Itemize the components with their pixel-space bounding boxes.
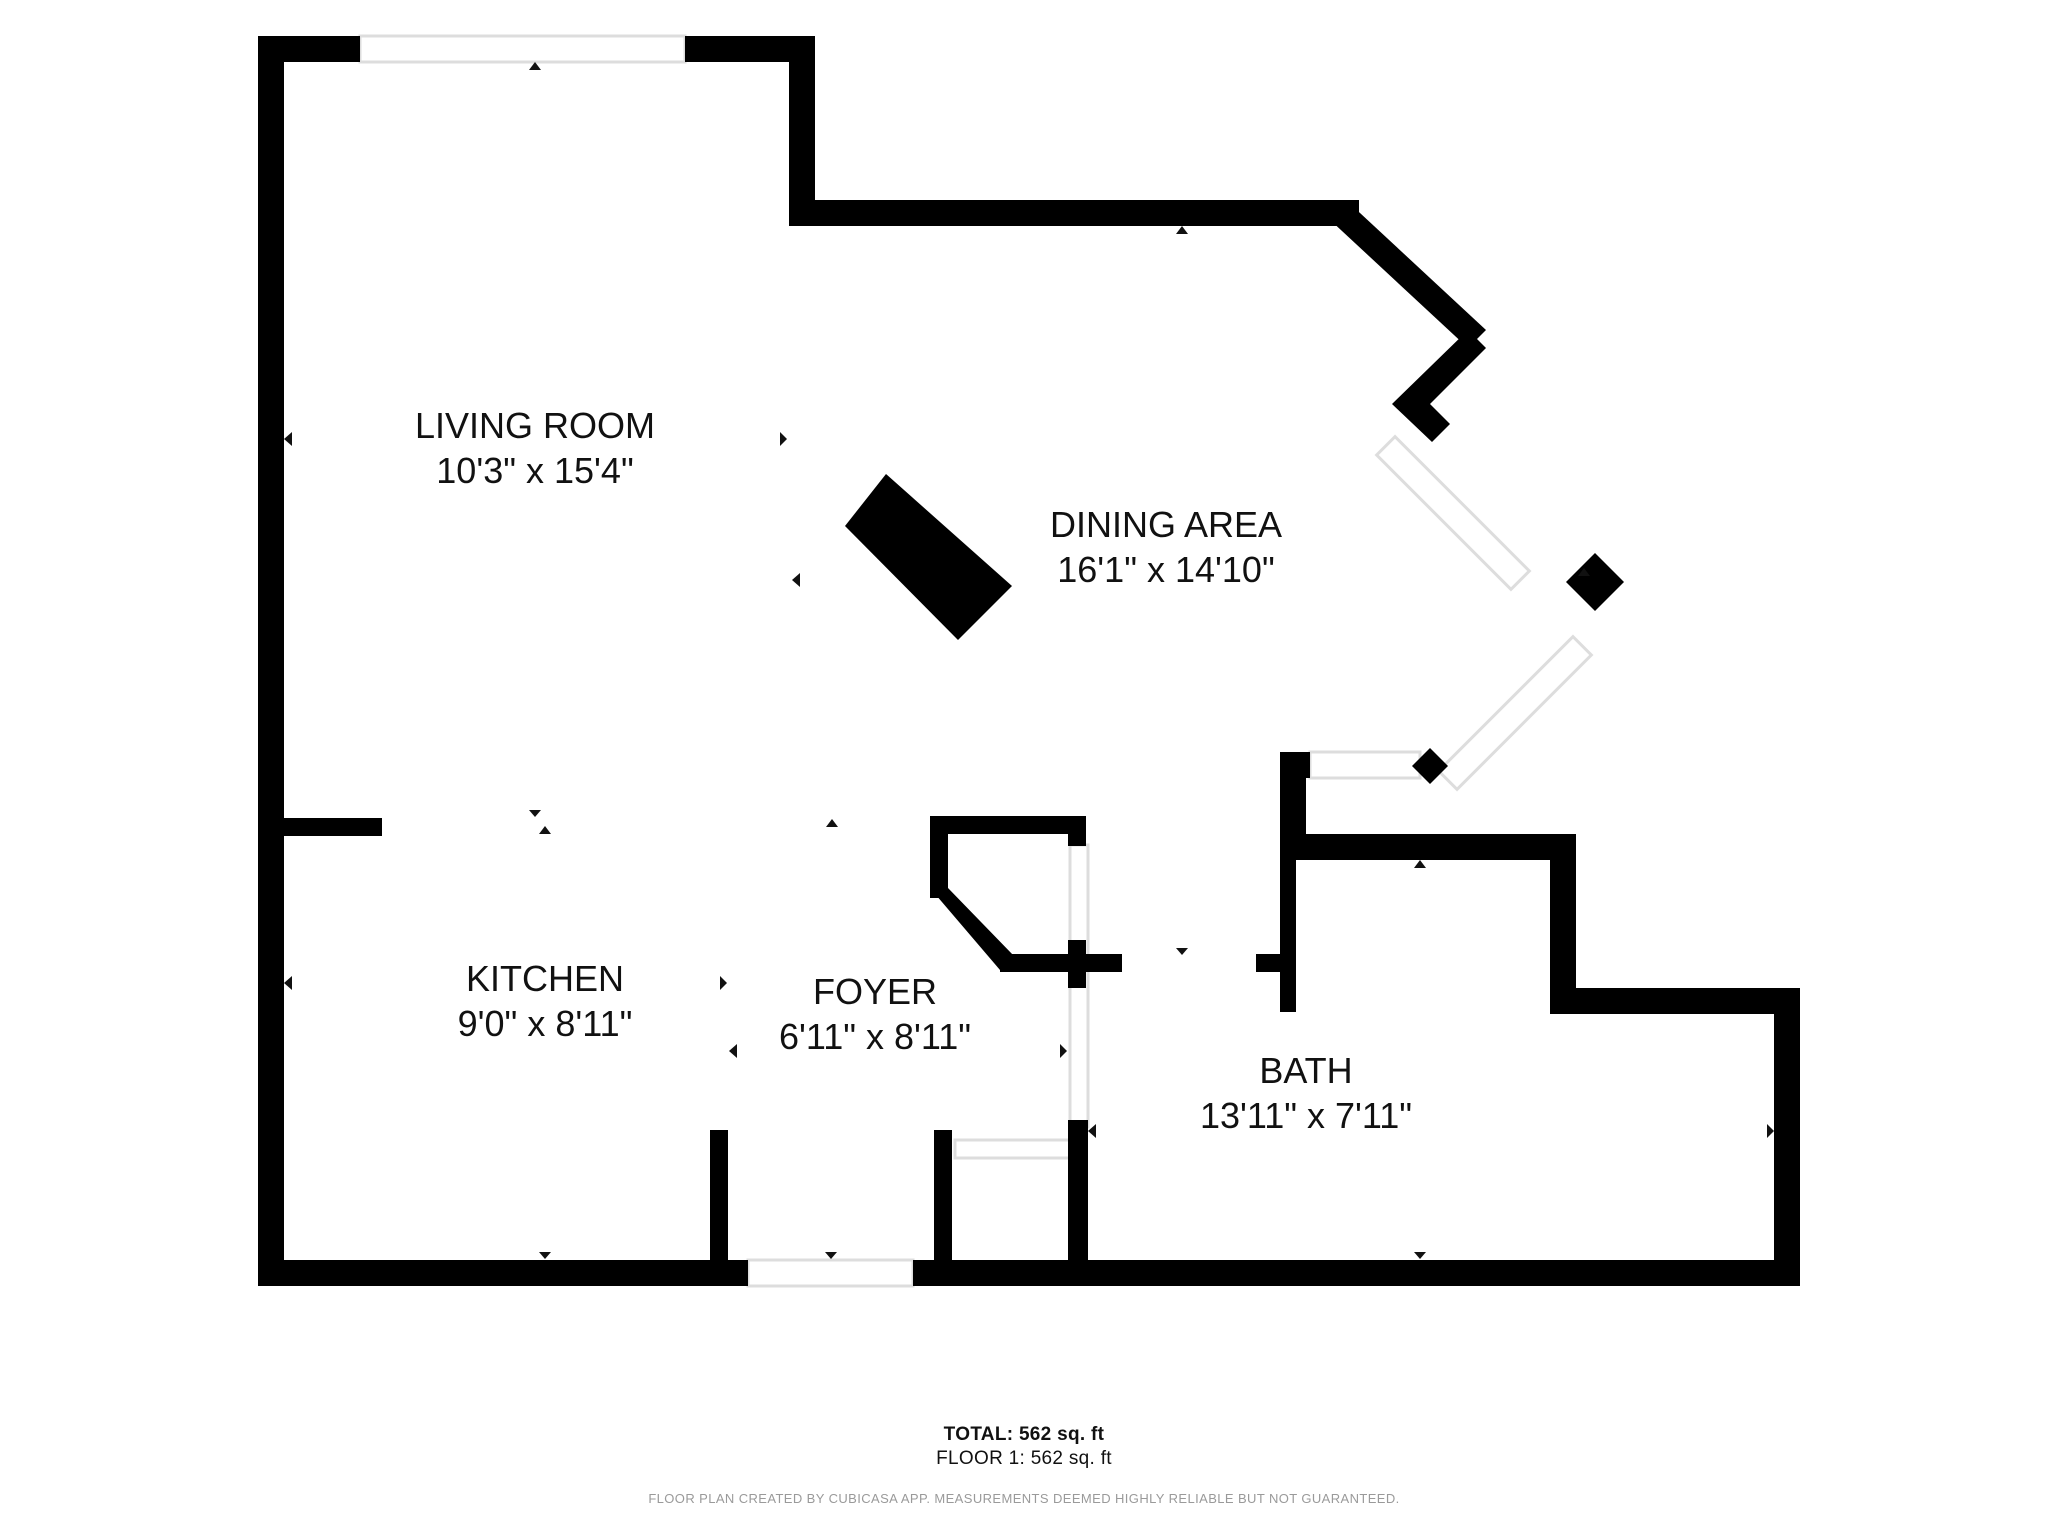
room-name-bath: BATH: [1259, 1050, 1352, 1091]
marker: [529, 810, 541, 817]
marker: [539, 826, 551, 834]
walls: [258, 36, 1800, 1286]
room-name-dining-area: DINING AREA: [1050, 504, 1282, 545]
wall-closet-west: [930, 816, 948, 898]
marker: [539, 1252, 551, 1259]
wall-dining-north: [789, 200, 1359, 226]
wall-se-post: [1412, 748, 1448, 784]
wall-bath-north: [1280, 834, 1576, 860]
marker: [529, 62, 541, 70]
window-dining-south: [1308, 750, 1422, 780]
room-labels: LIVING ROOM 10'3" x 15'4" DINING AREA 16…: [415, 405, 1412, 1136]
floor-area: FLOOR 1: 562 sq. ft: [936, 1448, 1112, 1469]
wall-east: [1774, 988, 1800, 1286]
disclaimer-text: FLOOR PLAN CREATED BY CUBICASA APP. MEAS…: [648, 1491, 1400, 1506]
wall-entry-west: [934, 1130, 952, 1265]
window-dining-east-upper: [1374, 434, 1532, 592]
wall-bath-east-step: [1550, 834, 1576, 1014]
marker: [1767, 1124, 1774, 1138]
marker: [780, 432, 787, 446]
marker: [826, 819, 838, 827]
marker: [729, 1044, 737, 1058]
wall-closet-diagonal: [930, 888, 1014, 970]
wall-west: [258, 36, 284, 1286]
room-dimensions-kitchen: 9'0" x 8'11": [458, 1003, 633, 1044]
room-dimensions-foyer: 6'11" x 8'11": [779, 1016, 971, 1057]
marker: [825, 1252, 837, 1259]
marker: [1176, 226, 1188, 234]
marker: [1414, 860, 1426, 868]
wall-bath-door-left: [1068, 954, 1122, 972]
wall-bath-door-right: [1256, 954, 1286, 972]
marker: [792, 573, 800, 587]
wall-dining-ne-diagonal: [1328, 200, 1486, 348]
window-entry-door: [746, 1258, 915, 1288]
wall-kitchen-foyer: [710, 1130, 728, 1265]
wall-bath-east-upper: [1550, 988, 1800, 1014]
wall-bath-west-upper: [1280, 752, 1306, 834]
marker: [1060, 1044, 1067, 1058]
wall-south-right: [913, 1260, 1800, 1286]
wall-closet-east-stub: [1068, 816, 1086, 846]
room-name-living-room: LIVING ROOM: [415, 405, 655, 446]
marker: [1414, 1252, 1426, 1259]
marker: [1176, 948, 1188, 955]
wall-kitchen-north: [284, 818, 382, 836]
wall-bath-west: [1280, 860, 1296, 1012]
room-dimensions-dining-area: 16'1" x 14'10": [1057, 549, 1274, 590]
marker: [1578, 568, 1590, 576]
wall-living-east-step: [789, 36, 815, 226]
marker: [1088, 1124, 1096, 1138]
wall-dining-ne-bump: [1392, 330, 1486, 442]
window-foyer-closet-bottom: [953, 1138, 1077, 1160]
room-dimensions-living-room: 10'3" x 15'4": [436, 450, 633, 491]
markers: [284, 62, 1774, 1259]
wall-top-left: [258, 36, 360, 62]
room-name-kitchen: KITCHEN: [466, 958, 624, 999]
marker: [284, 976, 292, 990]
room-name-foyer: FOYER: [813, 971, 937, 1012]
window-living-top: [358, 34, 687, 64]
dining-column: [845, 474, 1012, 640]
marker: [720, 976, 727, 990]
wall-east-post: [1566, 553, 1624, 611]
wall-south-left: [258, 1260, 748, 1286]
marker: [284, 432, 292, 446]
wall-closet-top: [930, 816, 1084, 834]
room-dimensions-bath: 13'11" x 7'11": [1200, 1095, 1412, 1136]
wall-bath-closet-west: [1068, 1120, 1088, 1265]
total-area: TOTAL: 562 sq. ft: [943, 1424, 1105, 1445]
window-dining-east-lower: [1436, 634, 1594, 792]
